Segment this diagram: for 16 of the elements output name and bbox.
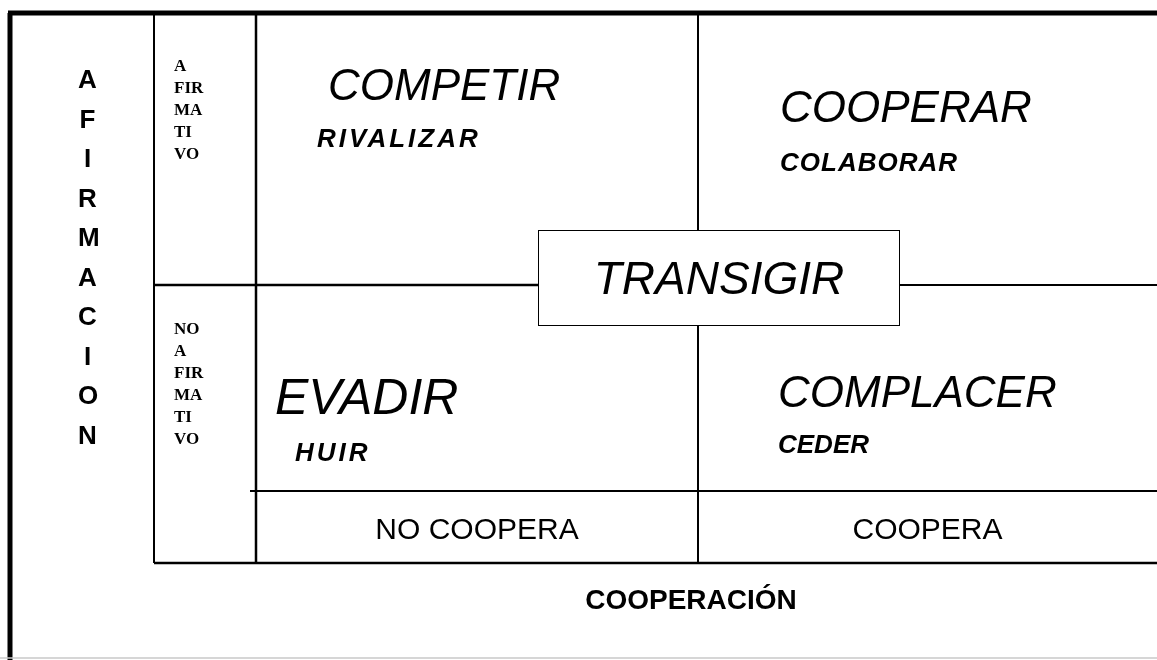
strategy-subtitle: HUIR bbox=[295, 439, 371, 465]
strategy-title: COMPETIR bbox=[328, 63, 561, 107]
column-label: COOPERA bbox=[851, 512, 1004, 545]
strategy-subtitle: CEDER bbox=[778, 431, 869, 457]
axis-title: AFIRMACION bbox=[78, 63, 97, 452]
center-box bbox=[538, 230, 900, 326]
row-label: NO A FIR MA TI VO bbox=[174, 318, 205, 450]
strategy-title: TRANSIGIR bbox=[593, 251, 845, 305]
strategy-title: COMPLACER bbox=[778, 370, 1057, 414]
strategy-title: EVADIR bbox=[275, 372, 459, 422]
strategy-title: COOPERAR bbox=[780, 85, 1032, 129]
row-label: A FIR MA TI VO bbox=[174, 55, 205, 165]
column-label: NO COOPERA bbox=[374, 512, 580, 545]
axis-title: COOPERACIÓN bbox=[584, 585, 798, 616]
strategy-subtitle: RIVALIZAR bbox=[317, 125, 481, 151]
strategy-subtitle: COLABORAR bbox=[780, 149, 958, 175]
